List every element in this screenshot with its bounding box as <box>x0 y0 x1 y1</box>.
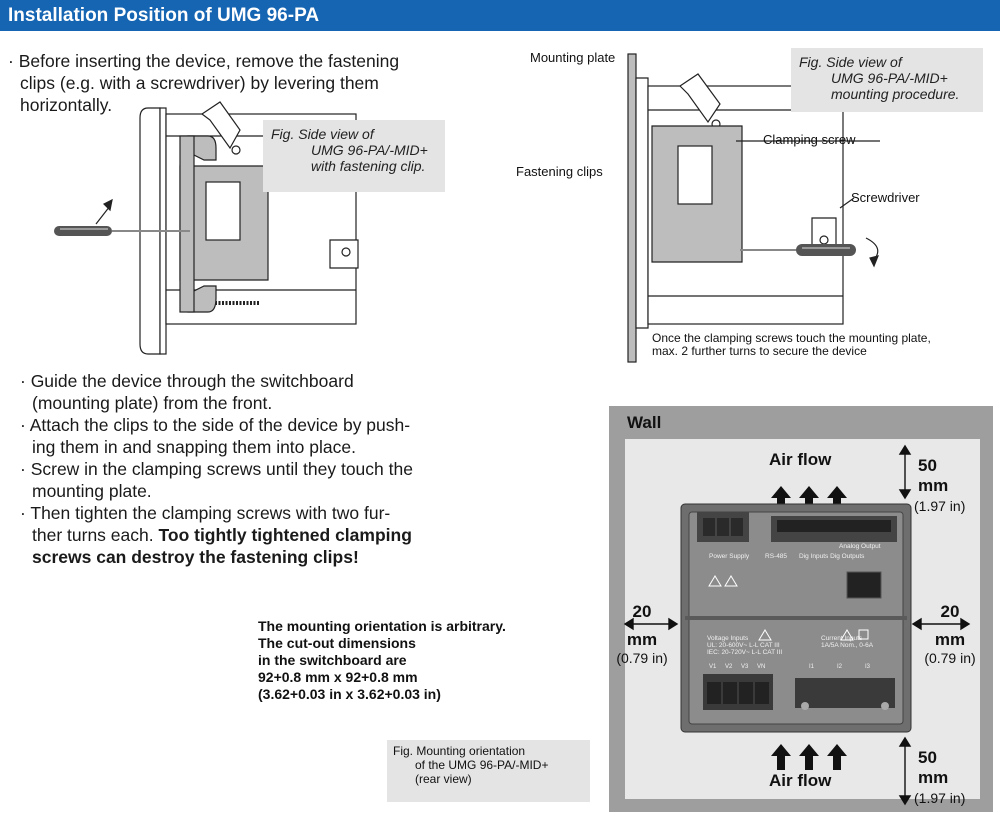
figure3-caption: Fig. Mounting orientation of the UMG 96-… <box>387 740 590 802</box>
clearance-bottom: 50 mm (1.97 in) <box>914 748 965 808</box>
clearance-left: 20 mm (0.79 in) <box>612 603 672 667</box>
figure-side-view-clip <box>54 101 359 355</box>
label-mounting-plate: Mounting plate <box>530 50 616 65</box>
clearance-right-unit: mm <box>934 630 966 649</box>
wall-label: Wall <box>627 413 662 432</box>
term-v1: V1 <box>709 664 717 670</box>
clearance-right-value: 20 <box>940 602 960 621</box>
term-v2: V2 <box>725 664 733 670</box>
intro-line-1: · Before inserting the device, remove th… <box>8 51 400 71</box>
label-current-spec: 1A/5A Nom., 0-6A <box>821 642 874 649</box>
label-screwdriver: Screwdriver <box>851 190 920 205</box>
label-voltage-spec-2: IEC: 20-720V~ L-L CAT III <box>707 649 782 656</box>
term-i2: I2 <box>837 664 843 670</box>
label-clamping-screw: Clamping screw <box>763 132 856 147</box>
orientation-line-2: The cut-out dimensions <box>258 635 416 651</box>
figure2-caption-line-2: UMG 96-PA/-MID+ <box>831 70 948 86</box>
label-rs485: RS-485 <box>765 553 787 560</box>
label-voltage-spec-1: UL: 20-600V~ L-L CAT III <box>707 642 780 649</box>
clearance-top: 50 mm (1.97 in) <box>914 456 965 516</box>
airflow-bottom-label: Air flow <box>769 771 832 790</box>
step-item: · Then tighten the clamping screws with … <box>20 502 480 568</box>
step-4-warning-1: Too tightly tightened clamping <box>158 525 412 545</box>
intro-text: · Before inserting the device, remove th… <box>8 50 478 116</box>
figure3-caption-line-1: Fig. Mounting orientation <box>393 744 526 758</box>
label-analog-output: Analog Output <box>839 543 881 550</box>
term-i3: I3 <box>865 664 871 670</box>
clearance-bottom-inch: (1.97 in) <box>914 790 966 806</box>
intro-line-2: clips (e.g. with a screwdriver) by lever… <box>20 73 379 93</box>
figure2-note-line-2: max. 2 further turns to secure the devic… <box>652 344 867 358</box>
clearance-top-unit: mm <box>918 476 949 495</box>
step-4-warning-2: screws can destroy the fastening clips! <box>32 547 359 567</box>
intro-line-3: horizontally. <box>20 95 113 115</box>
orientation-line-5: (3.62+0.03 in x 3.62+0.03 in) <box>258 686 441 702</box>
clearance-right: 20 mm (0.79 in) <box>918 603 982 667</box>
clearance-bottom-value: 50 <box>918 748 937 767</box>
figure2-caption-line-3: mounting procedure. <box>831 86 960 102</box>
term-i1: I1 <box>809 664 815 670</box>
clearance-bottom-unit: mm <box>918 768 949 787</box>
page-header: Installation Position of UMG 96-PA <box>0 0 1000 31</box>
orientation-line-1: The mounting orientation is arbitrary. <box>258 618 506 634</box>
figure1-caption-line-3: with fastening clip. <box>311 158 426 174</box>
step-item: · Screw in the clamping screws until the… <box>20 458 480 502</box>
step-1-line-1: · Guide the device through the switchboa… <box>20 371 354 391</box>
orientation-text: The mounting orientation is arbitrary. T… <box>258 618 506 703</box>
airflow-top-label: Air flow <box>769 450 832 469</box>
figure3-caption-line-3: (rear view) <box>415 772 472 786</box>
label-voltage-inputs: Voltage Inputs <box>707 635 749 642</box>
step-3-line-2: mounting plate. <box>32 481 152 501</box>
label-fastening-clips: Fastening clips <box>516 164 603 179</box>
clearance-left-inch: (0.79 in) <box>616 650 668 666</box>
clearance-right-inch: (0.79 in) <box>924 650 976 666</box>
figure-rear-view-device: Power Supply RS-485 Dig Inputs Dig Outpu… <box>623 444 971 806</box>
figure1-caption-line-1: Fig. Side view of <box>271 126 374 142</box>
step-3-line-1: · Screw in the clamping screws until the… <box>20 459 413 479</box>
figure3-caption-line-2: of the UMG 96-PA/-MID+ <box>415 758 549 772</box>
figure-mounting-procedure <box>627 53 880 363</box>
page-title: Installation Position of UMG 96-PA <box>8 5 320 26</box>
figure2-note-line-1: Once the clamping screws touch the mount… <box>652 331 931 345</box>
step-2-line-1: · Attach the clips to the side of the de… <box>20 415 411 435</box>
intro-paragraph: · Before inserting the device, remove th… <box>8 50 478 116</box>
step-1-line-2: (mounting plate) from the front. <box>32 393 273 413</box>
term-vn: VN <box>757 664 765 670</box>
step-4-line-2: ther turns each. <box>32 525 154 545</box>
figure1-caption-line-2: UMG 96-PA/-MID+ <box>311 142 428 158</box>
step-4-line-1: · Then tighten the clamping screws with … <box>20 503 391 523</box>
step-2-line-2: ing them in and snapping them into place… <box>32 437 356 457</box>
orientation-line-4: 92+0.8 mm x 92+0.8 mm <box>258 669 418 685</box>
orientation-line-3: in the switchboard are <box>258 652 407 668</box>
label-dig-io: Dig Inputs Dig Outputs <box>799 553 865 560</box>
steps-list: · Guide the device through the switchboa… <box>20 370 480 568</box>
label-power-supply: Power Supply <box>709 553 750 560</box>
clearance-top-inch: (1.97 in) <box>914 498 966 514</box>
term-v3: V3 <box>741 664 749 670</box>
clearance-left-value: 20 <box>632 602 652 621</box>
figure2-note: Once the clamping screws touch the mount… <box>652 332 931 358</box>
figure2-caption-line-1: Fig. Side view of <box>799 54 902 70</box>
step-item: · Attach the clips to the side of the de… <box>20 414 480 458</box>
clearance-left-unit: mm <box>626 630 658 649</box>
figure2-caption: Fig. Side view of UMG 96-PA/-MID+ mounti… <box>791 48 983 112</box>
figure1-caption: Fig. Side view of UMG 96-PA/-MID+ with f… <box>263 120 445 192</box>
clearance-top-value: 50 <box>918 456 937 475</box>
step-item: · Guide the device through the switchboa… <box>20 370 480 414</box>
